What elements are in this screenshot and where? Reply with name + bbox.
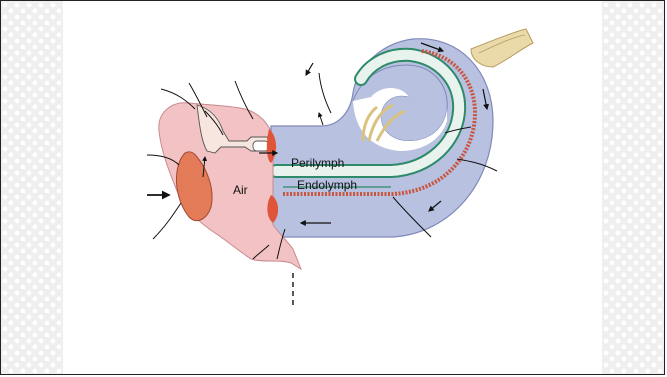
auditory-nerve <box>471 29 533 67</box>
perilymph-label: Perilymph <box>291 156 344 170</box>
endolymph-label: Endolymph <box>297 178 357 192</box>
air-label: Air <box>233 183 248 197</box>
